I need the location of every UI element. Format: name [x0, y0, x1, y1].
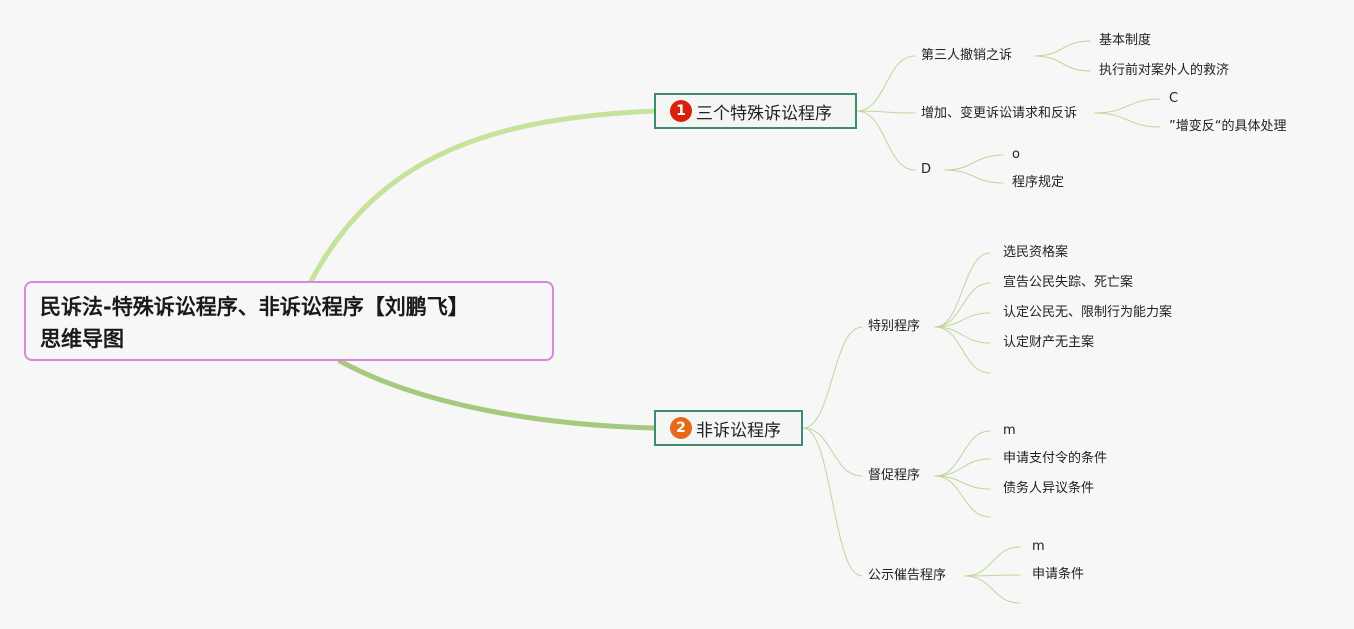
subtopic-connector: [856, 110, 916, 114]
leaf-connector: [934, 252, 991, 328]
root-title-line2: 思维导图: [40, 327, 124, 351]
leaf-connector: [934, 282, 991, 328]
leaf-connector: [934, 475, 991, 490]
leaf-connector: [934, 475, 991, 518]
leaf-topic[interactable]: C: [1169, 91, 1179, 106]
subtopic-special-procedure[interactable]: 特别程序: [868, 319, 921, 334]
root-topic[interactable]: 民诉法-特殊诉讼程序、非诉讼程序【刘鹏飞】 思维导图: [24, 281, 554, 361]
leaf-topic[interactable]: 程序规定: [1012, 175, 1065, 190]
leaf-topic[interactable]: m: [1032, 539, 1045, 554]
leaf-connector: [934, 326, 991, 374]
leaf-connector: [1094, 98, 1161, 114]
branch-topic-special-procedures[interactable]: 1 三个特殊诉讼程序: [654, 93, 857, 129]
subtopic-connector: [802, 427, 863, 477]
leaf-connector: [1034, 55, 1091, 72]
leaf-topic[interactable]: 认定财产无主案: [1003, 335, 1095, 350]
leaf-connector: [1034, 40, 1091, 57]
subtopic-d[interactable]: D: [921, 162, 932, 177]
branch-label: 三个特殊诉讼程序: [696, 103, 832, 124]
leaf-connector: [944, 169, 1004, 184]
number-badge-icon: 1: [670, 100, 692, 122]
leaf-connector: [934, 458, 991, 477]
leaf-connector: [1094, 112, 1161, 128]
subtopic-change-claims[interactable]: 增加、变更诉讼请求和反诉: [921, 106, 1078, 121]
number-badge-icon: 2: [670, 417, 692, 439]
leaf-topic[interactable]: 宣告公民失踪、死亡案: [1003, 275, 1134, 290]
leaf-connector: [934, 430, 991, 477]
leaf-connector: [944, 154, 1004, 171]
branch-label: 非诉讼程序: [696, 420, 781, 441]
subtopic-connector: [802, 427, 863, 577]
leaf-topic[interactable]: 申请条件: [1032, 567, 1085, 582]
subtopic-connector: [856, 55, 916, 112]
leaf-topic[interactable]: 债务人异议条件: [1003, 481, 1095, 496]
subtopic-public-notice-procedure[interactable]: 公示催告程序: [868, 568, 947, 583]
branch-topic-non-litigation[interactable]: 2 非诉讼程序: [654, 410, 803, 446]
root-title-line1: 民诉法-特殊诉讼程序、非诉讼程序【刘鹏飞】: [40, 295, 469, 319]
leaf-topic[interactable]: 选民资格案: [1003, 245, 1069, 260]
branch-connector-2: [337, 358, 657, 431]
leaf-topic[interactable]: 申请支付令的条件: [1003, 451, 1108, 466]
leaf-topic[interactable]: 执行前对案外人的救济: [1099, 63, 1230, 78]
branch-connector-1: [307, 108, 657, 286]
subtopic-connector: [856, 110, 916, 171]
subtopic-supervision-procedure[interactable]: 督促程序: [868, 468, 921, 483]
leaf-topic[interactable]: 基本制度: [1099, 33, 1152, 48]
leaf-topic[interactable]: o: [1012, 147, 1020, 162]
leaf-connector: [964, 575, 1021, 604]
leaf-connector: [934, 326, 991, 344]
leaf-topic[interactable]: m: [1003, 423, 1016, 438]
leaf-connector: [964, 574, 1021, 577]
leaf-topic[interactable]: 认定公民无、限制行为能力案: [1003, 305, 1173, 320]
leaf-connector: [964, 546, 1021, 577]
subtopic-connector: [802, 326, 863, 429]
leaf-topic[interactable]: ”增变反“的具体处理: [1169, 119, 1287, 134]
subtopic-third-party-revocation[interactable]: 第三人撤销之诉: [921, 48, 1013, 63]
leaf-connector: [934, 312, 991, 328]
